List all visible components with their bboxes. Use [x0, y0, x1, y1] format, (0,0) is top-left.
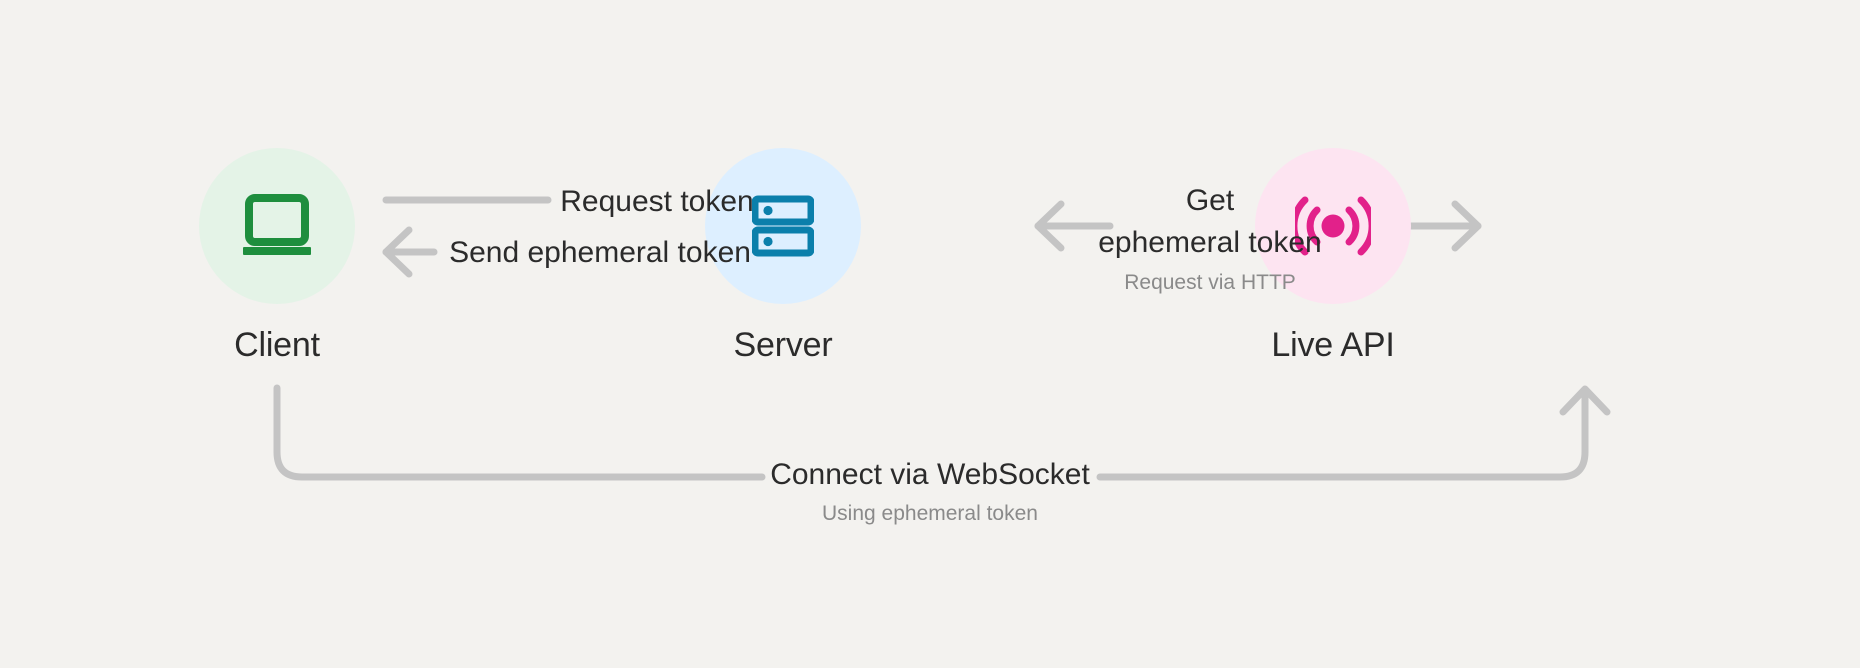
edge-label-get-ephemeral-token: Get ephemeral token Request via HTTP [1055, 180, 1365, 298]
node-label-live-api: Live API [1271, 326, 1395, 364]
edge-label-send-ephemeral-token: Send ephemeral token [440, 233, 760, 273]
node-client[interactable]: Client [157, 148, 397, 365]
laptop-icon [243, 194, 311, 255]
live-api-icon-circle [1255, 148, 1411, 304]
edge-title-connect-websocket: Connect via WebSocket [770, 458, 1090, 491]
node-live-api[interactable]: Live API [1213, 148, 1453, 365]
edge-title-send-ephemeral-token: Send ephemeral token [449, 236, 751, 269]
node-label-server: Server [733, 326, 833, 364]
server-rack-icon [752, 195, 814, 257]
edge-title-get-ephemeral-token-line2: ephemeral token [1098, 226, 1322, 259]
edge-label-request-token: Request token [552, 182, 762, 222]
edge-subtitle-get-ephemeral-token: Request via HTTP [1124, 271, 1296, 294]
edge-label-connect-websocket: Connect via WebSocket Using ephemeral to… [700, 455, 1160, 529]
client-icon-circle [199, 148, 355, 304]
node-server[interactable]: Server [663, 148, 903, 365]
edge-title-request-token: Request token [560, 185, 754, 218]
broadcast-signal-icon [1295, 196, 1371, 256]
edge-subtitle-connect-websocket: Using ephemeral token [822, 502, 1038, 525]
edge-title-get-ephemeral-token-line1: Get [1185, 184, 1235, 217]
node-label-client: Client [234, 326, 320, 364]
server-icon-circle [705, 148, 861, 304]
